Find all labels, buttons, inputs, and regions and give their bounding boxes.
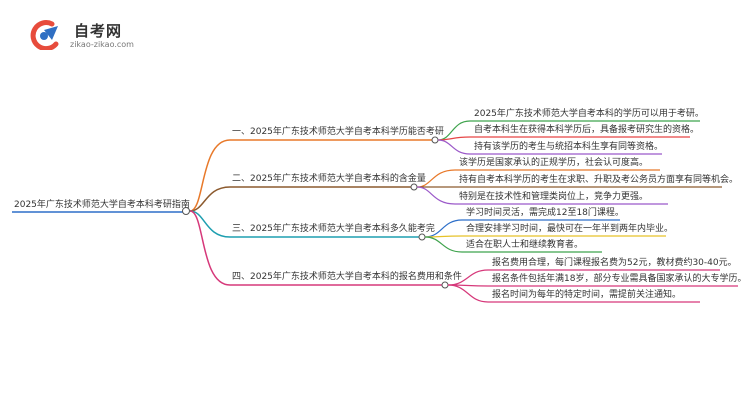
leaf-node[interactable]: 自考本科生在获得本科学历后，具备报考研究生的资格。 <box>474 125 700 135</box>
leaf-node[interactable]: 该学历是国家承认的正规学历，社会认可度高。 <box>459 158 649 168</box>
branch-node-4[interactable]: 四、2025年广东技术师范大学自考本科的报名费用和条件 <box>232 272 462 282</box>
leaf-node[interactable]: 合理安排学习时间，最快可在一年半到两年内毕业。 <box>466 224 674 234</box>
edge-root-branch1 <box>189 139 231 212</box>
edge-root-branch2 <box>189 186 231 212</box>
branch-node-1[interactable]: 一、2025年广东技术师范大学自考本科学历能否考研 <box>232 127 444 137</box>
leaf-node[interactable]: 持有自考本科学历的考生在求职、升职及考公务员方面享有同等机会。 <box>459 175 739 185</box>
leaf-node[interactable]: 报名条件包括年满18岁，部分专业需具备国家承认的大专学历。 <box>492 274 747 284</box>
branch-node-2[interactable]: 二、2025年广东技术师范大学自考本科的含金量 <box>232 174 426 184</box>
leaf-node[interactable]: 2025年广东技术师范大学自考本科的学历可以用于考研。 <box>474 109 704 119</box>
logo-mark-icon <box>30 20 59 50</box>
leaf-node[interactable]: 学习时间灵活，需完成12至18门课程。 <box>466 208 624 218</box>
leaf-node[interactable]: 持有该学历的考生与统招本科生享有同等资格。 <box>474 142 664 152</box>
edge-root-branch4 <box>189 210 231 286</box>
branch-node-3[interactable]: 三、2025年广东技术师范大学自考本科多久能考完 <box>232 224 435 234</box>
leaf-node[interactable]: 报名时间为每年的特定时间，需提前关注通知。 <box>492 290 682 300</box>
leaf-node[interactable]: 特别是在技术性和管理类岗位上，竞争力更强。 <box>459 192 649 202</box>
logo-title: 自考网 <box>74 22 123 40</box>
leaf-node[interactable]: 适合在职人士和继续教育者。 <box>466 240 584 250</box>
leaf-node[interactable]: 报名费用合理，每门课程报名费为52元，教材费约30-40元。 <box>492 258 737 268</box>
root-node[interactable]: 2025年广东技术师范大学自考本科考研指南 <box>14 200 190 210</box>
root-node-dot <box>182 207 190 215</box>
site-logo[interactable]: 自考网 zikao-zikao.com <box>30 20 150 54</box>
logo-subtitle: zikao-zikao.com <box>70 40 134 49</box>
edge-root-branch3 <box>189 210 231 238</box>
